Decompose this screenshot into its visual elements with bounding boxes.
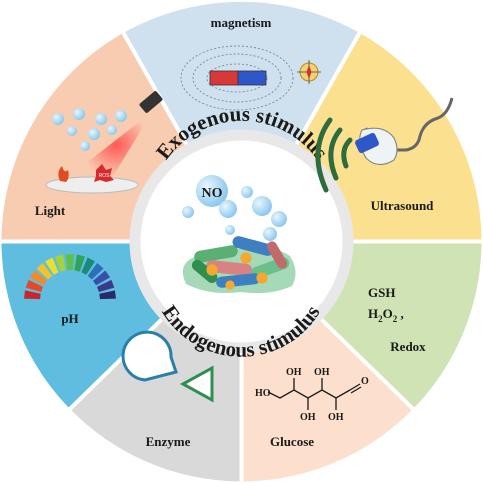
no-bubbles (182, 175, 287, 241)
compass-icon (297, 60, 321, 84)
ph-gauge-segment (45, 257, 59, 275)
ph-gauge-segment (96, 279, 115, 292)
magnet-icon (180, 45, 321, 111)
svg-text:OH: OH (314, 367, 330, 378)
sector-magnetism (123, 1, 360, 242)
svg-text:O: O (361, 376, 369, 387)
glucose-label: Glucose (270, 434, 314, 449)
ph-gauge-segment (87, 262, 104, 280)
ph-gauge-segment (81, 257, 95, 275)
gsh-label: GSH (368, 285, 395, 300)
svg-text:OH: OH (300, 412, 316, 423)
magnetism-label: magnetism (211, 15, 272, 30)
enzyme-label: Enzyme (146, 434, 191, 449)
light-label: Light (35, 203, 66, 218)
ph-label: pH (61, 311, 78, 326)
ultrasound-label: Ultrasound (371, 198, 435, 213)
ph-gauge-segment (93, 270, 111, 286)
glucose-atom-labels: HO OH OH OH OH O (255, 367, 369, 423)
glucose-molecule-icon (267, 378, 362, 410)
ph-gauge-segment (65, 254, 75, 271)
enzyme-pacman-icon (121, 330, 214, 403)
svg-text:OH: OH (328, 412, 344, 423)
ph-gauge-segment (54, 254, 66, 272)
h2o2-label: H2O2 , (368, 306, 404, 324)
redox-label: Redox (390, 339, 426, 354)
ph-gauge-segment (74, 254, 86, 272)
svg-text:OH: OH (286, 367, 302, 378)
laser-icon: ROS (45, 91, 163, 194)
ph-gauge-segment (25, 279, 44, 292)
ph-gauge-segment (36, 262, 53, 280)
no-label: NO (202, 186, 223, 201)
ph-gauge-segment (99, 290, 116, 300)
ros-badge: ROS (99, 173, 111, 179)
ph-gauge-segment (24, 290, 41, 300)
ph-gauge-icon (24, 254, 116, 300)
ultrasound-probe-icon (315, 97, 454, 193)
bacteria-cluster-icon (182, 236, 296, 294)
svg-text:HO: HO (255, 388, 271, 399)
redox-text-block: GSH H2O2 , Redox (368, 285, 426, 354)
ph-gauge-segment (29, 270, 47, 286)
